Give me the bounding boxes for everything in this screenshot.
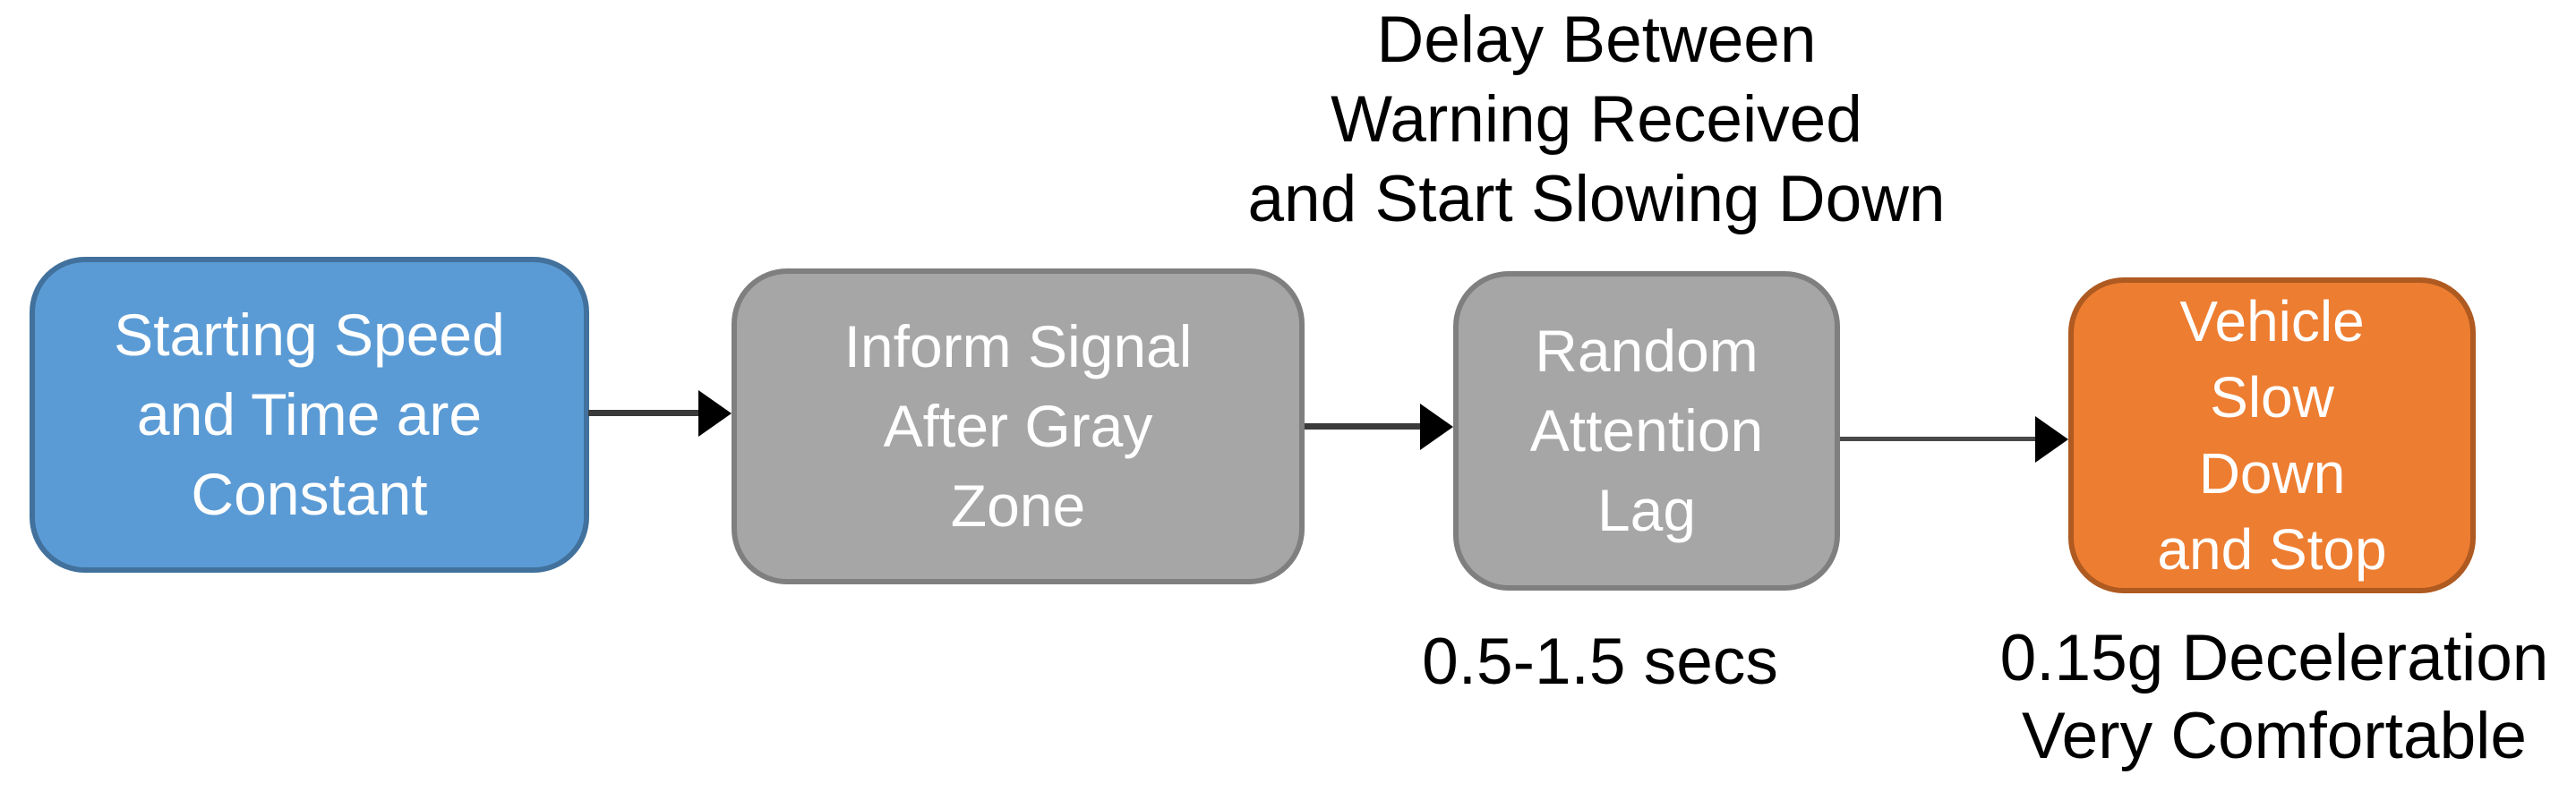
node-text-line: Constant bbox=[191, 461, 428, 527]
arrow-head-icon bbox=[2035, 416, 2068, 463]
node-random-attention-lag: Random Attention Lag bbox=[1453, 271, 1840, 591]
annotation-line: 0.15g Deceleration bbox=[1999, 622, 2549, 694]
node-text-line: Inform Signal bbox=[843, 313, 1193, 379]
flow-arrow-line bbox=[1305, 423, 1422, 430]
node-starting-speed-constant: Starting Speed and Time are Constant bbox=[30, 257, 589, 573]
node-text-line: Attention bbox=[1529, 397, 1764, 464]
annotation-line: Delay Between bbox=[1376, 4, 1817, 76]
arrow-head-icon bbox=[698, 390, 732, 437]
node-text-line: Slow bbox=[2210, 364, 2334, 430]
annotation-lag-duration: 0.5-1.5 secs bbox=[1422, 622, 1778, 702]
annotation-delay-between-warning: Delay Between Warning Received and Start… bbox=[1247, 0, 1945, 239]
node-vehicle-slow-down-stop: Vehicle Slow Down and Stop bbox=[2068, 277, 2476, 593]
node-text-line: and Time are bbox=[136, 381, 483, 447]
arrow-head-icon bbox=[1420, 404, 1453, 450]
annotation-line: Warning Received bbox=[1331, 83, 1862, 156]
node-text-line: and Stop bbox=[2157, 516, 2387, 582]
flow-arrow-line bbox=[588, 410, 700, 416]
annotation-line: and Start Slowing Down bbox=[1247, 163, 1946, 235]
node-text-line: After Gray bbox=[883, 393, 1153, 459]
node-text-line: Lag bbox=[1596, 477, 1697, 543]
node-text-line: Down bbox=[2198, 440, 2346, 506]
annotation-line: 0.5-1.5 secs bbox=[1422, 626, 1778, 698]
node-inform-signal: Inform Signal After Gray Zone bbox=[732, 268, 1305, 584]
node-text-line: Vehicle bbox=[2179, 288, 2365, 353]
node-text-line: Starting Speed bbox=[114, 302, 505, 368]
node-text-line: Zone bbox=[950, 472, 1086, 539]
annotation-deceleration: 0.15g Deceleration Very Comfortable bbox=[2000, 619, 2549, 775]
flow-arrow-line bbox=[1840, 437, 2037, 441]
node-text-line: Random bbox=[1535, 318, 1759, 384]
annotation-line: Very Comfortable bbox=[2022, 700, 2527, 772]
